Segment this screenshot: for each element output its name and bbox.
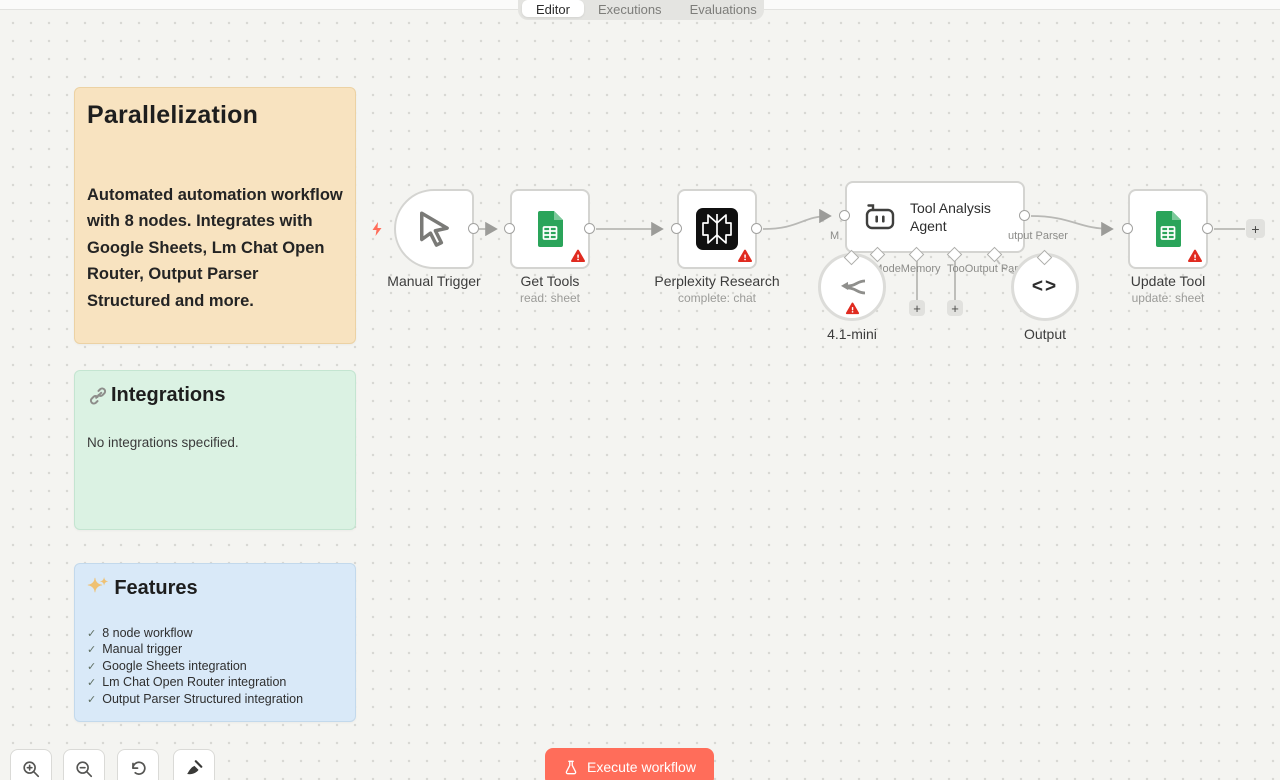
openrouter-icon — [841, 279, 866, 295]
perplexity-icon — [696, 208, 738, 250]
cursor-icon — [420, 211, 449, 247]
trigger-lightning-icon — [372, 222, 382, 236]
node-label: Tool Analysis Agent — [910, 199, 991, 234]
add-tool-button[interactable]: + — [947, 300, 963, 316]
check-icon: ✓ — [87, 677, 97, 690]
view-tabs: Editor Executions Evaluations — [518, 0, 764, 20]
node-label: 4.1-mini — [827, 326, 877, 342]
node-label: Update Tool — [1130, 273, 1206, 289]
tidy-up-button[interactable] — [173, 749, 215, 780]
execute-workflow-button[interactable]: Execute workflow — [545, 748, 714, 780]
node-label: Perplexity Research — [654, 273, 780, 289]
google-sheets-icon — [1156, 211, 1181, 247]
zoom-in-button[interactable] — [10, 749, 52, 780]
sticky-integrations-title: Integrations — [111, 384, 226, 406]
warning-icon — [845, 302, 860, 315]
tab-executions[interactable]: Executions — [597, 2, 662, 17]
port-manual-trigger-output[interactable] — [468, 223, 479, 234]
sticky-note-integrations[interactable]: Integrations No integrations specified. — [74, 370, 356, 530]
port-get-tools-input[interactable] — [504, 223, 515, 234]
feature-item: ✓Lm Chat Open Router integration — [87, 675, 343, 691]
node-label: Output — [1023, 326, 1067, 342]
port-perplexity-output[interactable] — [751, 223, 762, 234]
check-icon: ✓ — [87, 628, 97, 640]
port-update-tool-output[interactable] — [1202, 223, 1213, 234]
port-label-fragment-right: utput Parser — [1008, 230, 1068, 242]
sticky-note-features[interactable]: ✦✦ Features ✓8 node workflow ✓Manual tri… — [74, 563, 356, 722]
port-update-tool-input[interactable] — [1122, 223, 1133, 234]
node-label: Manual Trigger — [387, 273, 481, 289]
sticky-note-overview[interactable]: Parallelization Automated automation wor… — [74, 87, 356, 344]
sticky-overview-body: Automated automation workflow with 8 nod… — [87, 186, 343, 310]
port-agent-input[interactable] — [839, 210, 850, 221]
add-memory-button[interactable]: + — [909, 300, 925, 316]
undo-button[interactable] — [117, 749, 159, 780]
feature-item: ✓Google Sheets integration — [87, 659, 343, 675]
tab-editor[interactable]: Editor — [522, 0, 584, 17]
check-icon: ✓ — [87, 644, 97, 657]
sticky-integrations-body: No integrations specified. — [87, 435, 239, 450]
port-labels-tool-outputparser: TooOutput Parser — [947, 263, 1034, 275]
node-subtitle: complete: chat — [677, 291, 757, 305]
port-get-tools-output[interactable] — [584, 223, 595, 234]
feature-item: ✓Output Parser Structured integration — [87, 692, 343, 708]
warning-icon — [571, 249, 585, 262]
zoom-in-icon — [23, 761, 40, 778]
add-node-button[interactable]: + — [1246, 219, 1265, 238]
link-icon — [87, 385, 109, 407]
undo-icon — [132, 761, 146, 775]
connection-agent-updatetool[interactable] — [1030, 215, 1114, 237]
robot-icon — [865, 204, 895, 230]
connection-perplexity-agent[interactable] — [762, 208, 832, 230]
node-manual-trigger[interactable] — [394, 189, 474, 269]
node-subtitle: update: sheet — [1131, 291, 1205, 305]
feature-item: ✓Manual trigger — [87, 642, 343, 658]
warning-icon — [738, 249, 752, 262]
execute-workflow-label: Execute workflow — [587, 759, 696, 775]
sticky-overview-title: Parallelization — [87, 101, 259, 129]
tidy-up-icon — [187, 760, 203, 775]
node-tool-analysis-agent[interactable]: Tool Analysis Agent — [845, 181, 1025, 253]
node-subtitle: read: sheet — [519, 291, 581, 305]
google-sheets-icon — [538, 211, 563, 247]
features-list: ✓8 node workflow ✓Manual trigger ✓Google… — [87, 626, 343, 708]
sparkles-icon: ✦✦ — [87, 576, 109, 597]
feature-item: ✓8 node workflow — [87, 626, 343, 642]
code-brackets-icon: <> — [1031, 276, 1059, 297]
port-label-fragment-left: M — [830, 230, 840, 242]
warning-icon — [1188, 249, 1202, 262]
port-agent-output[interactable] — [1019, 210, 1030, 221]
check-icon: ✓ — [87, 693, 97, 706]
zoom-out-icon — [76, 761, 93, 778]
sticky-features-title: Features — [114, 577, 198, 599]
zoom-out-button[interactable] — [63, 749, 105, 780]
check-icon: ✓ — [87, 660, 97, 673]
port-perplexity-input[interactable] — [671, 223, 682, 234]
flask-icon — [565, 760, 577, 774]
tab-evaluations[interactable]: Evaluations — [689, 2, 757, 17]
node-label: Get Tools — [520, 273, 580, 289]
